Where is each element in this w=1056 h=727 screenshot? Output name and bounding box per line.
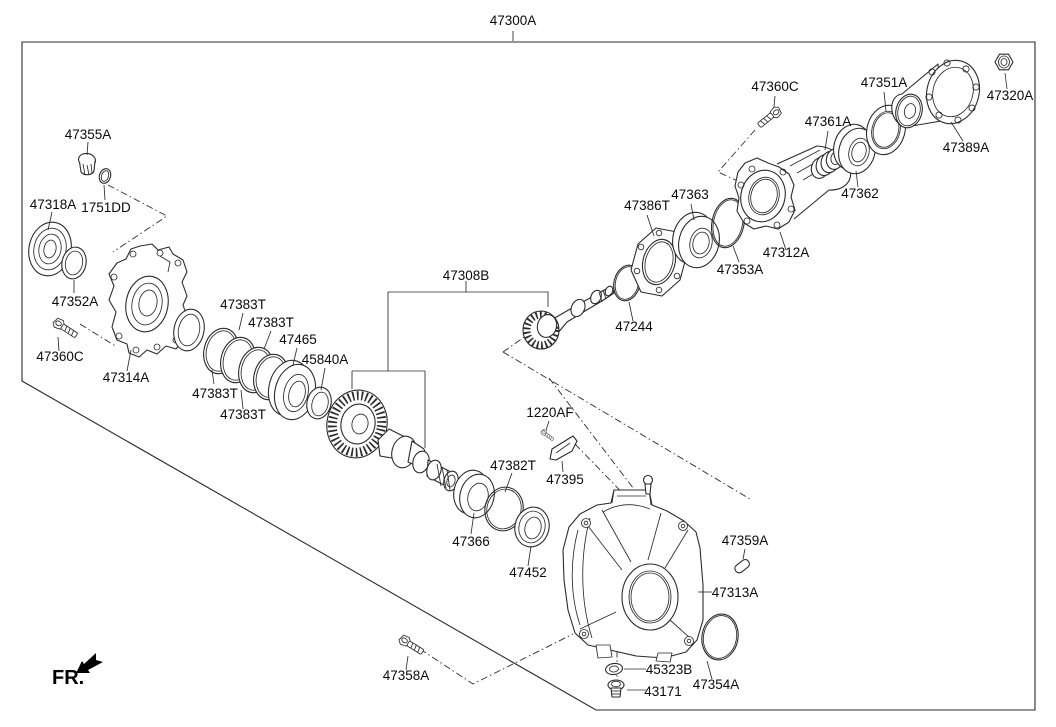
callout-47312a: 47312A	[763, 245, 810, 260]
part-47359a-dowel	[734, 558, 751, 574]
callout-47383t-1: 47383T	[220, 297, 266, 312]
fr-direction-arrow-icon	[76, 653, 103, 673]
callout-47452: 47452	[509, 565, 547, 580]
part-output-shaft	[377, 428, 459, 492]
part-47363-bearing	[672, 211, 720, 269]
fr-label: FR.	[52, 667, 84, 689]
part-47352a-seal	[61, 246, 87, 280]
part-pinion-gear-shaft	[522, 285, 615, 350]
callout-47313a: 47313A	[712, 585, 759, 600]
fr-direction-marker: FR.	[52, 653, 103, 689]
callout-47354a: 47354A	[693, 677, 740, 692]
callout-47383t-3: 47383T	[192, 386, 238, 401]
part-front-case-oil-seal	[173, 308, 205, 352]
callout-47314a: 47314A	[103, 370, 150, 385]
callout-47244: 47244	[615, 319, 653, 334]
diagram-border	[21, 41, 1036, 711]
part-47320a-nut	[994, 53, 1014, 71]
part-47358a-bolt	[396, 633, 426, 657]
callout-47386t: 47386T	[624, 198, 670, 213]
callout-47355a: 47355A	[65, 127, 112, 142]
callout-47362: 47362	[841, 186, 879, 201]
part-47366-bearing	[453, 469, 495, 519]
callout-47383t-2: 47383T	[248, 315, 294, 330]
part-47362-bearing	[833, 123, 876, 175]
part-47452-seal	[514, 506, 550, 548]
part-47360c-bolt-left	[50, 316, 80, 341]
part-47355a-plug	[78, 152, 96, 176]
callout-47360c-left: 47360C	[36, 349, 84, 364]
callout-47383t-4: 47383T	[220, 407, 266, 422]
part-45840a-spacer	[306, 386, 332, 420]
part-47318a-seal	[28, 221, 72, 277]
part-43171-drain-plug	[607, 679, 625, 698]
callout-47320a: 47320A	[987, 88, 1034, 103]
callout-47382t: 47382T	[490, 458, 536, 473]
callout-47352a: 47352A	[52, 294, 99, 309]
part-45323b-washer	[604, 662, 624, 676]
callout-47366: 47366	[452, 534, 490, 549]
callout-47395: 47395	[546, 472, 584, 487]
part-1220af-screw	[539, 428, 556, 443]
callout-47308b: 47308B	[443, 268, 490, 283]
callout-1751dd: 1751DD	[81, 200, 131, 215]
callout-47389a: 47389A	[943, 140, 990, 155]
part-47360c-bolt-right	[755, 104, 784, 131]
callout-47360c-right: 47360C	[751, 79, 799, 94]
callout-47318a: 47318A	[30, 197, 77, 212]
callout-47351a: 47351A	[861, 75, 908, 90]
part-47389a-companion-flange	[891, 59, 980, 129]
part-breather-plug	[642, 474, 654, 495]
callout-43171: 43171	[644, 684, 682, 699]
part-47395-bracket	[549, 435, 578, 461]
callout-labels: 47300A 47355A 1751DD 47318A 47352A 47360…	[30, 13, 1034, 699]
callout-leader-lines	[47, 31, 1008, 691]
callout-47363: 47363	[671, 187, 709, 202]
callout-47358a: 47358A	[383, 668, 430, 683]
callout-47465: 47465	[279, 332, 317, 347]
part-ring-gear	[326, 389, 388, 459]
part-1751dd-oring	[98, 168, 112, 184]
part-47354a-oring	[701, 613, 739, 661]
callout-45323b: 45323B	[646, 662, 693, 677]
part-47465-bearing	[267, 359, 317, 421]
part-47313a-rear-housing	[562, 489, 704, 663]
callout-47300a: 47300A	[490, 13, 537, 28]
part-47353a-oring	[710, 197, 746, 249]
bracket-47308b	[351, 281, 549, 448]
callout-1220af: 1220AF	[526, 405, 573, 420]
callout-47353a: 47353A	[717, 262, 764, 277]
callout-47361a: 47361A	[805, 114, 852, 129]
callout-47359a: 47359A	[722, 533, 769, 548]
callout-45840a: 45840A	[302, 352, 349, 367]
